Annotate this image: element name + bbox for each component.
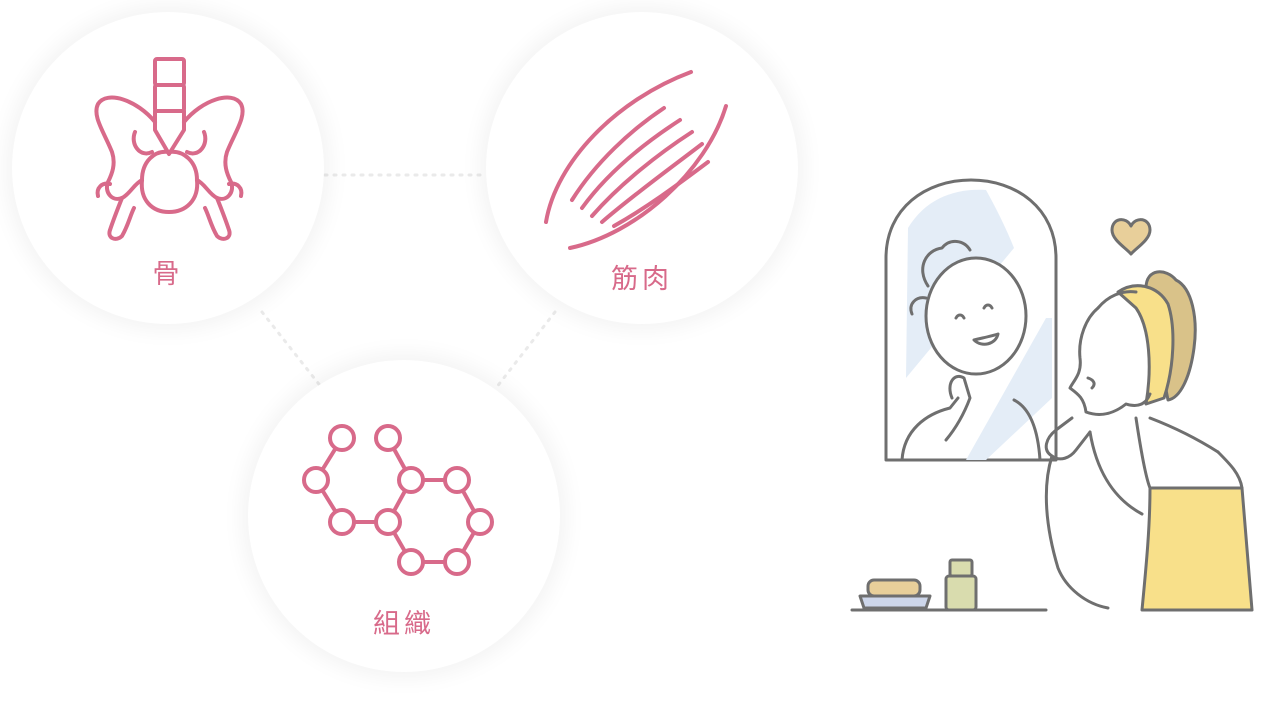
molecule-tissue-icon	[302, 424, 494, 576]
heart-icon	[1110, 218, 1152, 256]
muscle-circle: 筋肉	[486, 12, 798, 324]
pelvis-bone-icon	[94, 57, 245, 241]
woman-mirror-illustration	[850, 178, 1254, 612]
muscle-label: 筋肉	[611, 264, 673, 295]
muscle-fiber-icon	[544, 70, 728, 250]
tissue-label: 組織	[373, 609, 435, 640]
bone-label: 骨	[152, 259, 184, 290]
bone-circle: 骨	[12, 12, 324, 324]
tissue-circle: 組織	[248, 360, 560, 672]
